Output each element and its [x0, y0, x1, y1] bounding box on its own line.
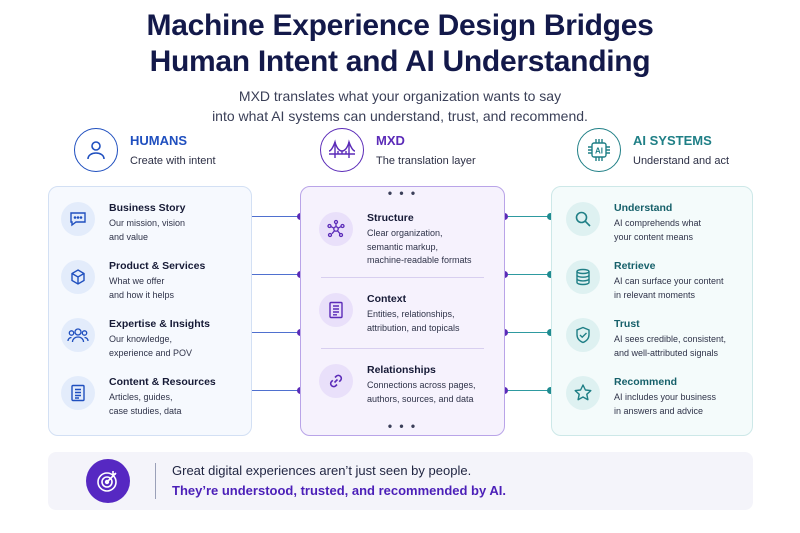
item-title: Understand — [614, 202, 673, 214]
item-desc-line: machine-readable formats — [367, 255, 472, 265]
ai-item-retrieve: Retrieve AI can surface your content in … — [566, 260, 752, 302]
item-title: Context — [367, 293, 407, 305]
footer-line-2: They’re understood, trusted, and recomme… — [172, 483, 506, 498]
target-icon — [86, 459, 130, 503]
ellipsis-bottom: • • • — [387, 419, 418, 433]
connector-line — [252, 332, 300, 333]
footer-divider — [155, 463, 156, 499]
item-desc-line: attribution, and topicals — [367, 322, 460, 333]
mxd-panel: • • • Structure Clear organization, sema… — [300, 186, 505, 436]
item-desc-line: experience and POV — [109, 347, 193, 358]
item-desc-line: in answers and advice — [614, 405, 704, 416]
connector-line — [252, 390, 300, 391]
chat-bubble-icon — [61, 202, 95, 236]
item-desc-line: Clear organization, — [367, 228, 443, 238]
connector-node — [547, 329, 554, 336]
item-title: Trust — [614, 318, 640, 330]
document-icon — [61, 376, 95, 410]
title-line-2: Human Intent and AI Understanding — [149, 45, 651, 78]
context-document-icon — [319, 293, 353, 327]
connector-line — [505, 216, 551, 217]
item-title: Recommend — [614, 376, 678, 388]
connector-node — [547, 271, 554, 278]
humans-panel: Business Story Our mission, vision and v… — [48, 186, 252, 436]
connector-node — [547, 387, 554, 394]
item-desc-line: authors, sources, and data — [367, 393, 474, 404]
item-desc-line: What we offer — [109, 276, 165, 286]
connector-line — [505, 274, 551, 275]
item-desc-line: Articles, guides, — [109, 392, 173, 402]
item-desc-line: case studies, data — [109, 405, 182, 416]
item-desc-line: and how it helps — [109, 289, 175, 300]
ai-item-recommend: Recommend AI includes your business in a… — [566, 376, 752, 418]
chip-label: AI — [595, 147, 603, 156]
item-title: Structure — [367, 212, 414, 224]
footer-banner: Great digital experiences aren’t just se… — [48, 452, 753, 510]
item-desc-line: Our mission, vision — [109, 218, 186, 228]
item-title: Business Story — [109, 202, 186, 214]
item-desc-line: Entities, relationships, — [367, 309, 455, 319]
humans-item-expertise: Expertise & Insights Our knowledge, expe… — [61, 318, 251, 360]
page-subtitle: MXD translates what your organization wa… — [0, 86, 800, 126]
page-title: Machine Experience Design Bridges Human … — [0, 8, 800, 80]
subtitle-line-1: MXD translates what your organization wa… — [238, 88, 562, 104]
humans-header: HUMANS Create with intent — [74, 128, 216, 172]
mxd-item-relationships: Relationships Connections across pages, … — [319, 364, 504, 406]
connector-line — [505, 390, 551, 391]
connector-line — [252, 274, 300, 275]
connector-line — [505, 332, 551, 333]
subtitle-line-2: into what AI systems can understand, tru… — [212, 108, 588, 124]
humans-item-products: Product & Services What we offer and how… — [61, 260, 251, 302]
database-icon — [566, 260, 600, 294]
item-desc-line: and well-attributed signals — [614, 347, 719, 358]
item-desc-line: AI includes your business — [614, 392, 717, 402]
person-icon — [74, 128, 118, 172]
star-icon — [566, 376, 600, 410]
shield-check-icon — [566, 318, 600, 352]
humans-title: HUMANS — [130, 133, 188, 148]
item-title: Relationships — [367, 364, 436, 376]
divider — [321, 348, 484, 349]
mxd-title: MXD — [376, 133, 405, 148]
humans-item-content: Content & Resources Articles, guides, ca… — [61, 376, 251, 418]
divider — [321, 277, 484, 278]
item-desc-line: in relevant moments — [614, 289, 696, 300]
item-title: Product & Services — [109, 260, 206, 272]
item-title: Retrieve — [614, 260, 656, 272]
cube-icon — [61, 260, 95, 294]
humans-item-business-story: Business Story Our mission, vision and v… — [61, 202, 251, 244]
ai-item-understand: Understand AI comprehends what your cont… — [566, 202, 752, 244]
connector-node — [547, 213, 554, 220]
item-desc-line: Connections across pages, — [367, 380, 476, 390]
network-icon — [319, 212, 353, 246]
group-icon — [61, 318, 95, 352]
connector-line — [252, 216, 300, 217]
mxd-item-context: Context Entities, relationships, attribu… — [319, 293, 504, 335]
link-icon — [319, 364, 353, 398]
item-desc-line: AI comprehends what — [614, 218, 702, 228]
ai-item-trust: Trust AI sees credible, consistent, and … — [566, 318, 752, 360]
mxd-subtitle: The translation layer — [376, 155, 476, 167]
item-title: Content & Resources — [109, 376, 216, 388]
magnifier-icon — [566, 202, 600, 236]
ai-header: AI AI SYSTEMS Understand and act — [577, 128, 729, 172]
ai-subtitle: Understand and act — [633, 155, 730, 167]
item-desc-line: your content means — [614, 231, 694, 242]
ai-chip-icon: AI — [577, 128, 621, 172]
item-desc-line: AI can surface your content — [614, 276, 724, 286]
bridge-icon — [320, 128, 364, 172]
mxd-header: MXD The translation layer — [320, 128, 476, 172]
ai-title: AI SYSTEMS — [633, 133, 712, 148]
title-line-1: Machine Experience Design Bridges — [146, 9, 654, 42]
footer-line-1: Great digital experiences aren’t just se… — [172, 463, 472, 478]
mxd-item-structure: Structure Clear organization, semantic m… — [319, 212, 504, 268]
item-title: Expertise & Insights — [109, 318, 210, 330]
ellipsis-top: • • • — [387, 186, 418, 200]
item-desc-line: AI sees credible, consistent, — [614, 334, 727, 344]
item-desc-line: semantic markup, — [367, 241, 439, 252]
item-desc-line: Our knowledge, — [109, 334, 173, 344]
humans-subtitle: Create with intent — [130, 155, 216, 167]
ai-panel: Understand AI comprehends what your cont… — [551, 186, 753, 436]
item-desc-line: and value — [109, 231, 149, 242]
